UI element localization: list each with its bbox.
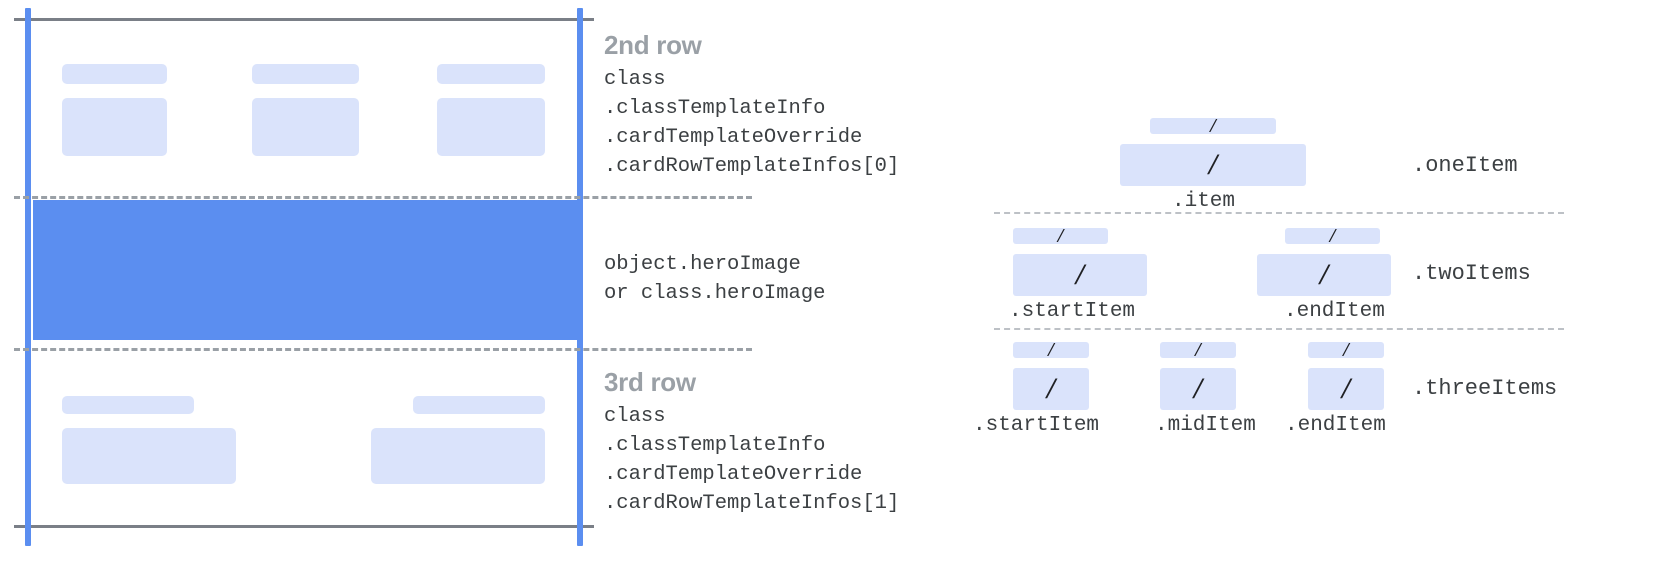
item-box-big: / (1257, 254, 1391, 296)
slash-glyph-icon: / (1193, 372, 1203, 405)
card-chip (437, 98, 545, 156)
card-bottom-rule (14, 525, 594, 528)
annotation-heading-2nd-row: 2nd row (604, 30, 702, 60)
slash-glyph-icon: / (1341, 372, 1351, 405)
annotation-code-hero: object.heroImage or class.heroImage (604, 253, 826, 305)
card-chip (252, 98, 359, 156)
item-label: .startItem (1009, 300, 1136, 323)
item-box-big: / (1013, 254, 1147, 296)
item-box-big: / (1120, 144, 1306, 186)
card-chip (252, 64, 359, 84)
slash-glyph-icon: / (1329, 224, 1336, 247)
slash-glyph-icon: / (1195, 338, 1201, 361)
card-chip (62, 98, 167, 156)
card-mock (0, 0, 600, 584)
card-left-rail (25, 8, 31, 546)
variant-divider-2 (994, 328, 1564, 330)
item-label: .endItem (1285, 414, 1386, 437)
card-chip (413, 396, 545, 414)
item-label: .item (1172, 190, 1236, 213)
item-box-small: / (1285, 224, 1380, 247)
card-chip (437, 64, 545, 84)
row-divider-top (14, 196, 752, 199)
item-variants: //.item.oneItem//.startItem//.endItem.tw… (960, 0, 1676, 584)
card-chip (62, 428, 236, 484)
item-box-big: / (1013, 368, 1089, 410)
item-box-small: / (1150, 114, 1276, 137)
item-label: .startItem (973, 414, 1100, 437)
item-box-small: / (1160, 338, 1236, 361)
annotation-2nd-row: 2nd row class .classTemplateInfo .cardTe… (604, 30, 899, 181)
item-box-big: / (1308, 368, 1384, 410)
slash-glyph-icon: / (1048, 338, 1054, 361)
slash-glyph-icon: / (1046, 372, 1056, 405)
variant-label-oneItem: .oneItem (1412, 153, 1518, 178)
card-chip (62, 396, 194, 414)
card-chip (62, 64, 167, 84)
annotation-code-3rd-row: class .classTemplateInfo .cardTemplateOv… (604, 405, 900, 515)
slash-glyph-icon: / (1057, 224, 1064, 247)
item-box-big: / (1160, 368, 1236, 410)
annotation-heading-3rd-row: 3rd row (604, 367, 696, 397)
annotation-hero-image: object.heroImage or class.heroImage (604, 250, 825, 308)
row-divider-bottom (14, 348, 752, 351)
card-top-rule (14, 18, 594, 21)
hero-image-block (33, 200, 581, 340)
variant-label-threeItems: .threeItems (1412, 376, 1558, 401)
slash-glyph-icon: / (1319, 258, 1329, 291)
slash-glyph-icon: / (1343, 338, 1349, 361)
slash-glyph-icon: / (1075, 258, 1085, 291)
card-right-rail (577, 8, 583, 546)
item-label: .endItem (1284, 300, 1385, 323)
card-chip (371, 428, 545, 484)
item-label: .midItem (1155, 414, 1256, 437)
item-box-small: / (1013, 224, 1108, 247)
item-box-small: / (1308, 338, 1384, 361)
variant-divider-1 (994, 212, 1564, 214)
item-box-small: / (1013, 338, 1089, 361)
slash-glyph-icon: / (1208, 148, 1218, 181)
annotation-code-2nd-row: class .classTemplateInfo .cardTemplateOv… (604, 68, 900, 178)
slash-glyph-icon: / (1210, 114, 1216, 137)
annotation-3rd-row: 3rd row class .classTemplateInfo .cardTe… (604, 367, 899, 518)
variant-label-twoItems: .twoItems (1412, 261, 1531, 286)
